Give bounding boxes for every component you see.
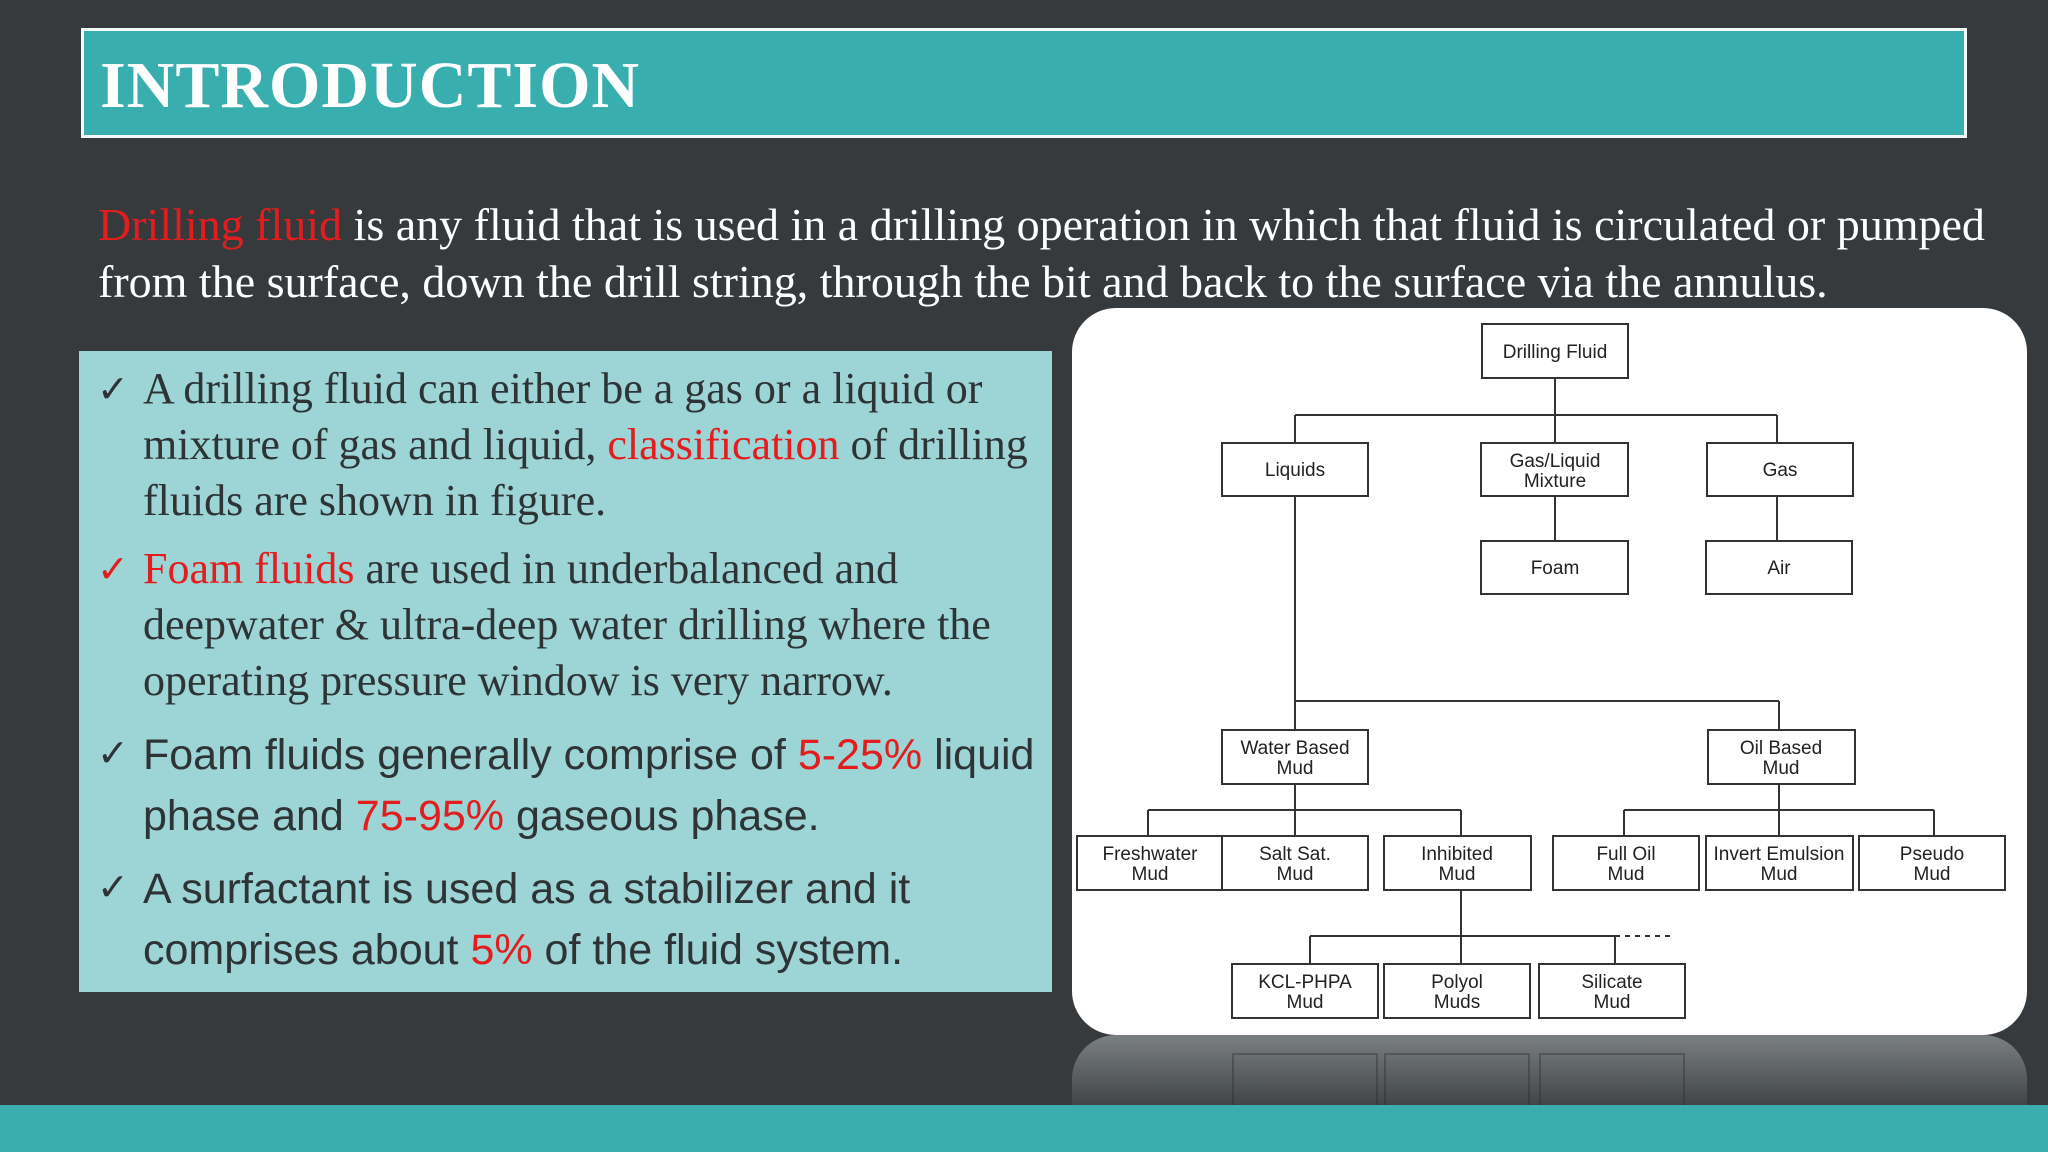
title-bar: INTRODUCTION xyxy=(81,28,1967,138)
bullet-3-part-1: Foam fluids generally comprise of xyxy=(143,731,798,779)
slide-title: INTRODUCTION xyxy=(100,49,641,122)
bullet-2-part-1: Foam fluids xyxy=(143,544,355,593)
node-foam: Foam xyxy=(1531,558,1580,579)
bullet-1-text: A drilling fluid can either be a gas or … xyxy=(143,361,1042,529)
bullet-2-text: Foam fluids are used in underbalanced an… xyxy=(143,541,1042,709)
bottom-band xyxy=(0,1105,2048,1152)
bullet-3-part-5: gaseous phase. xyxy=(504,792,820,840)
node-air: Air xyxy=(1767,558,1791,579)
bullet-4-part-3: of the fluid system. xyxy=(532,926,904,974)
intro-line-2: from the surface, down the drill string,… xyxy=(98,256,1828,307)
bullet-1-part-1: A drilling fluid can either be a gas or … xyxy=(143,364,983,469)
diagram-reflection xyxy=(1072,1035,2027,1115)
intro-line-1-rest: is any fluid that is used in a drilling … xyxy=(342,199,1985,250)
bullet-3-part-3: liquid phase and xyxy=(143,731,1035,840)
bullet-4-text: A surfactant is used as a stabilizer and… xyxy=(143,859,1042,981)
bullet-1-part-3: of drilling fluids are shown in figure. xyxy=(143,420,1028,525)
check-icon: ✓ xyxy=(97,865,129,909)
intro-paragraph: Drilling fluid is any fluid that is used… xyxy=(98,196,2028,310)
bullet-4: ✓ A surfactant is used as a stabilizer a… xyxy=(97,859,1042,981)
bullet-1-part-2: classification xyxy=(607,420,840,469)
connector-lines xyxy=(1147,378,1935,964)
check-icon: ✓ xyxy=(97,367,129,411)
reflection-box xyxy=(1232,1053,1378,1107)
bullet-list-box: ✓ A drilling fluid can either be a gas o… xyxy=(79,351,1052,992)
check-icon: ✓ xyxy=(97,547,129,591)
intro-highlight: Drilling fluid xyxy=(98,199,343,250)
bullet-4-part-2: 5% xyxy=(470,926,533,974)
bullet-2: ✓ Foam fluids are used in underbalanced … xyxy=(97,541,1042,709)
bullet-2-part-2: are used in underbalanced and deepwater … xyxy=(143,544,991,705)
node-salt-sat-mud: Salt Sat.Mud xyxy=(1259,844,1331,885)
bullet-3-text: Foam fluids generally comprise of 5-25% … xyxy=(143,725,1042,847)
bullet-3-part-4: 75-95% xyxy=(355,792,505,840)
bullet-3: ✓ Foam fluids generally comprise of 5-25… xyxy=(97,725,1042,847)
node-boxes xyxy=(1076,323,2006,1019)
node-drilling-fluid: Drilling Fluid xyxy=(1503,342,1608,363)
bullet-1: ✓ A drilling fluid can either be a gas o… xyxy=(97,361,1042,529)
reflection-box xyxy=(1384,1053,1530,1107)
bullet-4-part-1: A surfactant is used as a stabilizer and… xyxy=(143,865,911,974)
reflection-box xyxy=(1539,1053,1685,1107)
intro-line-1: Drilling fluid is any fluid that is used… xyxy=(98,196,2028,253)
bullet-3-part-2: 5-25% xyxy=(797,731,923,779)
node-gas: Gas xyxy=(1763,460,1798,481)
check-icon: ✓ xyxy=(97,731,129,775)
node-liquids: Liquids xyxy=(1265,460,1325,481)
